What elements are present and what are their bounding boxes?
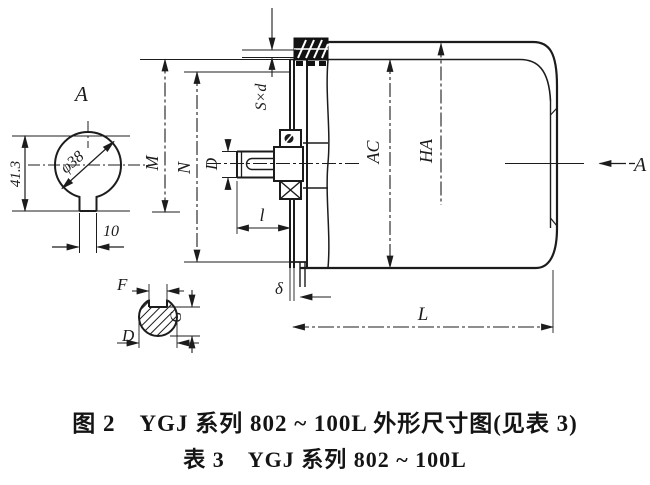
dimension-lines xyxy=(140,8,635,333)
dim-label-sxd: S×d xyxy=(253,83,270,111)
dim-label-n: N xyxy=(174,161,194,175)
dim-label-41-3: 41.3 xyxy=(8,161,24,187)
dim-label-ha: HA xyxy=(416,138,436,164)
dim-label-delta: δ xyxy=(275,279,284,298)
section-a-title: A xyxy=(73,82,88,106)
table-caption: 表 3 YGJ 系列 802 ~ 100L xyxy=(183,447,467,472)
dim-label-10: 10 xyxy=(103,223,119,240)
keyway-detail-view xyxy=(117,284,200,353)
dim-label-detail-d: D xyxy=(121,326,135,345)
dim-label-length: L xyxy=(417,304,429,325)
dim-label-m: M xyxy=(142,155,162,172)
shaft-section-view xyxy=(12,121,150,253)
dim-label-shaft-d: D xyxy=(202,157,221,171)
dim-label-phi38: φ38 xyxy=(57,148,87,177)
shaft-and-bearing xyxy=(207,129,584,200)
dim-label-l-small: l xyxy=(259,205,264,225)
dim-label-g: G xyxy=(168,311,185,323)
dim-label-f: F xyxy=(116,275,128,294)
dim-label-ac: AC xyxy=(363,140,383,165)
figure-caption: 图 2 YGJ 系列 802 ~ 100L 外形尺寸图(见表 3) xyxy=(72,411,578,436)
section-arrow-label: A xyxy=(632,154,647,176)
